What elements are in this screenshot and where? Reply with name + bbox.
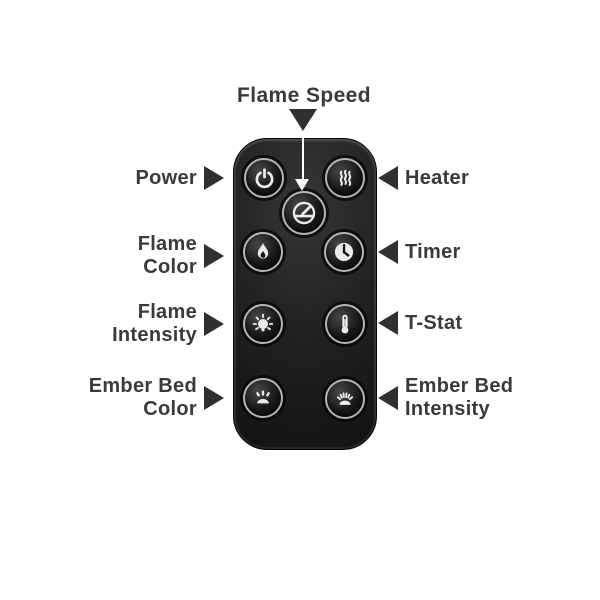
flame-speed-arrow-line <box>302 138 304 180</box>
heat-waves-icon <box>339 169 351 186</box>
flame-speed-pointer-triangle <box>289 109 317 131</box>
label-line: Flame <box>137 301 197 323</box>
pointer-left-triangle <box>378 311 398 335</box>
clock-icon <box>334 242 354 262</box>
label-timer: Timer <box>378 240 461 264</box>
label-power: Power <box>135 166 224 190</box>
bulb-icon <box>252 313 274 332</box>
flame-speed-button[interactable] <box>282 191 326 235</box>
label-line: T-Stat <box>405 311 463 334</box>
label-line: Intensity <box>405 398 490 420</box>
flame-color-button[interactable] <box>243 232 283 272</box>
pointer-right-triangle <box>204 386 224 410</box>
label-ember-bed-intensity: Ember Bed Intensity <box>378 375 513 421</box>
label-line: Color <box>143 256 197 278</box>
timer-button[interactable] <box>324 232 364 272</box>
pointer-right-triangle <box>204 244 224 268</box>
pointer-left-triangle <box>378 166 398 190</box>
flame-speed-arrow-head-icon <box>295 179 309 191</box>
pointer-left-triangle <box>378 240 398 264</box>
label-line: Color <box>143 398 197 420</box>
power-icon <box>255 167 273 188</box>
ember-glow-icon <box>256 390 270 404</box>
label-flame-speed: Flame Speed <box>237 84 371 107</box>
heater-button[interactable] <box>325 158 365 198</box>
ember-rays-icon <box>336 392 354 405</box>
label-flame-intensity: Flame Intensity <box>112 301 224 347</box>
t-stat-button[interactable] <box>325 304 365 344</box>
power-button[interactable] <box>244 158 284 198</box>
flame-intensity-button[interactable] <box>243 304 283 344</box>
ember-bed-intensity-button[interactable] <box>325 379 365 419</box>
label-heater: Heater <box>378 166 469 190</box>
label-line: Timer <box>405 240 461 263</box>
label-line: Flame <box>137 233 197 255</box>
gauge-icon <box>292 201 316 225</box>
label-line: Intensity <box>112 324 197 346</box>
label-t-stat: T-Stat <box>378 311 462 335</box>
label-line: Power <box>135 166 197 189</box>
pointer-left-triangle <box>378 386 398 410</box>
ember-bed-color-button[interactable] <box>243 378 283 418</box>
pointer-right-triangle <box>204 312 224 336</box>
label-line: Ember Bed <box>88 375 197 397</box>
label-line: Ember Bed <box>405 375 514 397</box>
thermometer-icon <box>341 314 349 334</box>
flame-icon <box>257 242 269 259</box>
pointer-right-triangle <box>204 166 224 190</box>
label-line: Heater <box>405 166 470 189</box>
label-flame-color: Flame Color <box>138 233 224 279</box>
label-ember-bed-color: Ember Bed Color <box>89 375 224 421</box>
